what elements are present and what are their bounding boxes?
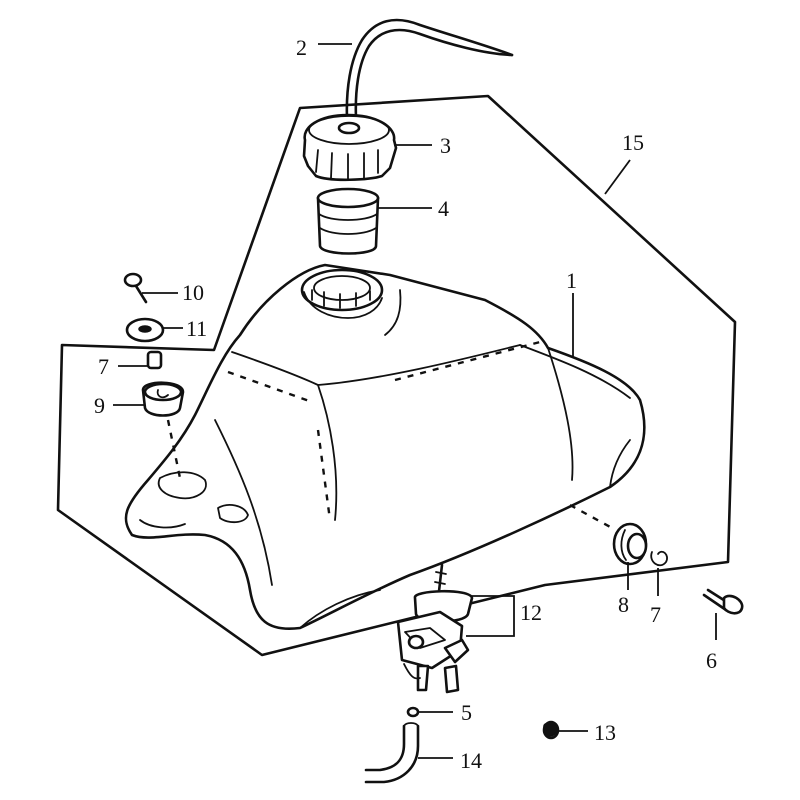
- callout-3: 3: [440, 133, 451, 158]
- callout-2: 2: [296, 35, 307, 60]
- cushion-8: [612, 522, 648, 590]
- callout-7-upper: 7: [98, 354, 109, 379]
- bolt-6: [702, 588, 744, 640]
- fuel-cap: [302, 113, 432, 182]
- fuel-tank: [124, 263, 646, 631]
- mount-dash-left: [166, 419, 182, 479]
- callout-4: 4: [438, 196, 449, 221]
- cushion-9: [113, 381, 185, 417]
- collar-7-upper: [118, 350, 163, 370]
- callout-9: 9: [94, 393, 105, 418]
- callout-15: 15: [622, 130, 644, 155]
- fuel-hose-14: [364, 722, 453, 784]
- callout-1: 1: [566, 268, 577, 293]
- fuel-valve: [396, 563, 515, 694]
- clip-13: [542, 720, 588, 740]
- callout-8: 8: [618, 592, 629, 617]
- callout-12: 12: [520, 600, 542, 625]
- washer-11: [125, 317, 183, 343]
- callout-7-right: 7: [650, 602, 661, 627]
- callout-13: 13: [594, 720, 616, 745]
- callout-6: 6: [706, 648, 717, 673]
- leader-15: [604, 159, 631, 195]
- callout-11: 11: [186, 316, 207, 341]
- collar-7-right: [650, 550, 668, 596]
- o-ring-5: [406, 706, 453, 718]
- callout-5: 5: [461, 700, 472, 725]
- fuel-strainer: [316, 187, 432, 255]
- filler-neck: [300, 268, 384, 319]
- mount-dash-right: [569, 503, 613, 530]
- breather-hose: [318, 18, 514, 120]
- callout-14: 14: [460, 748, 482, 773]
- callout-10: 10: [182, 280, 204, 305]
- bolt-10: [123, 272, 178, 304]
